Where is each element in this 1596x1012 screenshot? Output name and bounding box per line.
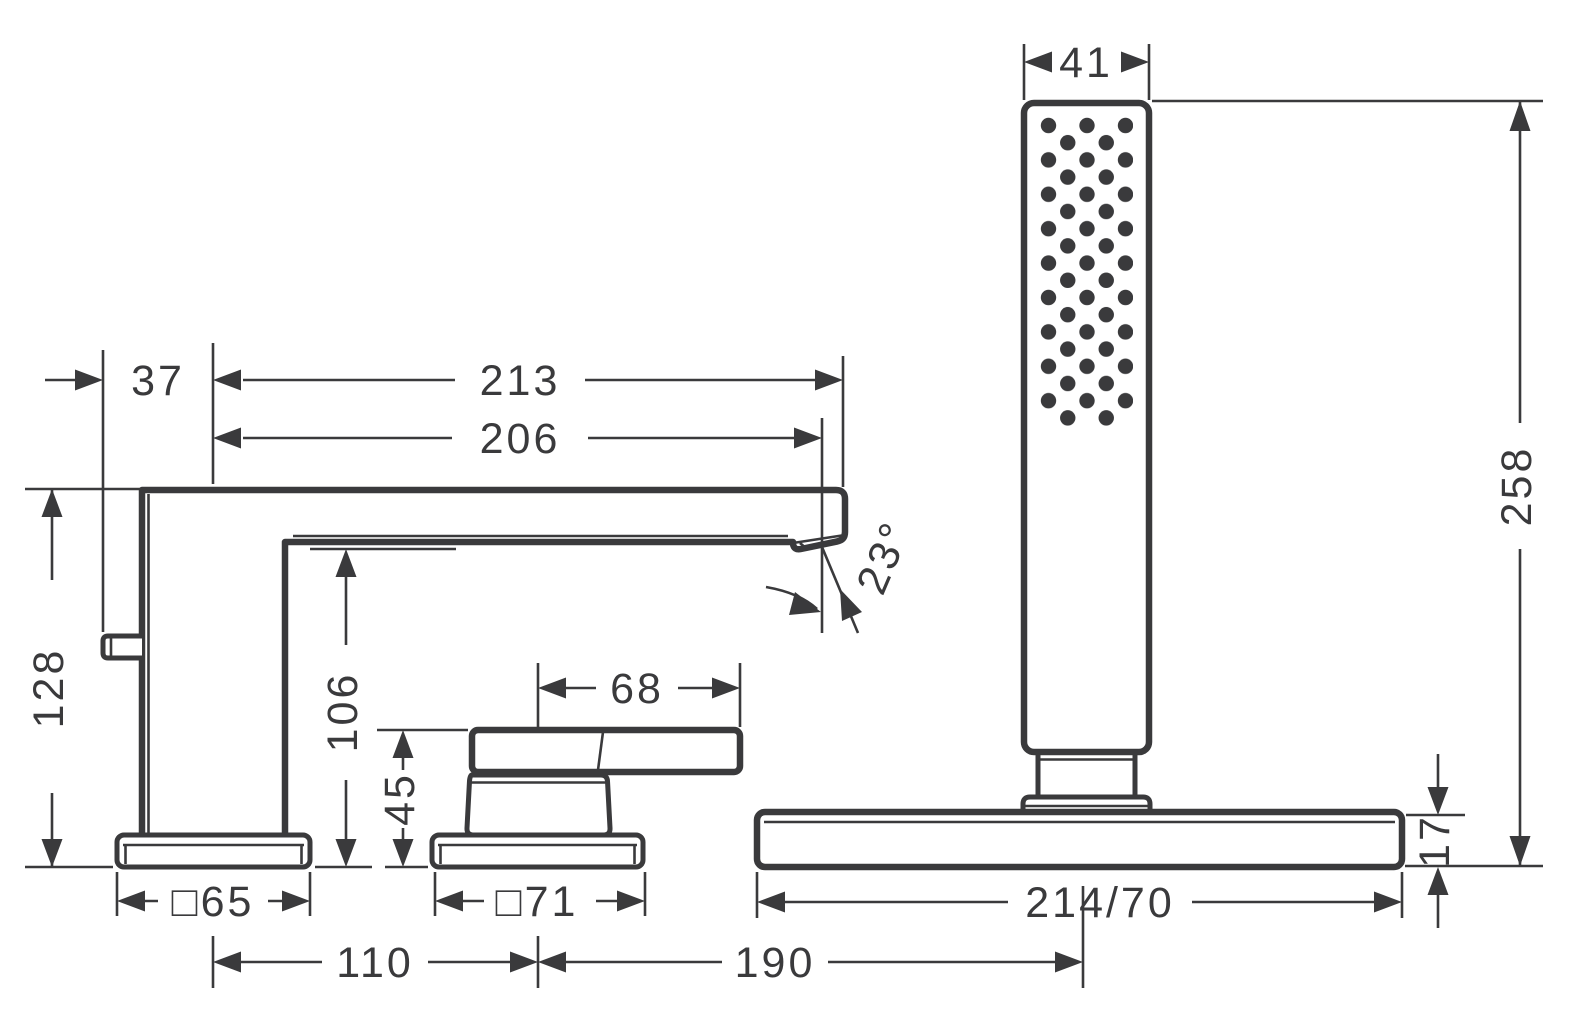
hand-shower-head [1020, 99, 1153, 756]
dim-label-sq65: □65 [172, 878, 255, 926]
dim-label-37: 37 [131, 357, 185, 405]
dim-label-128: 128 [25, 648, 73, 729]
dim-shower-plate: 214/70 [755, 872, 1404, 927]
dim-handle-escutcheon: □71 [433, 872, 647, 926]
dim-label-23deg: 23° [848, 514, 921, 601]
dim-label-258: 258 [1493, 446, 1541, 527]
shower-spray-face [1040, 117, 1133, 426]
spout-escutcheon [114, 832, 313, 870]
dim-spout-handle-spacing: 110 [211, 936, 540, 988]
dim-spout-escutcheon: □65 [115, 872, 312, 926]
dim-spout-projection: 206 [213, 415, 824, 633]
dim-hand-shower-width: 41 [1022, 39, 1151, 100]
dim-handle-offset: 37 [45, 343, 215, 632]
dim-handle-length: 68 [536, 663, 742, 727]
faucet-spout [138, 486, 849, 840]
dim-label-206: 206 [480, 415, 561, 463]
dim-label-190: 190 [735, 939, 816, 987]
dim-label-213: 213 [480, 357, 561, 405]
dim-plate-thickness: 17 [1406, 754, 1465, 928]
handle-escutcheon [429, 832, 646, 870]
dim-label-sq71: □71 [496, 878, 579, 926]
dim-spout-projection-total: 213 [213, 356, 845, 487]
dim-spout-clearance: 106 [310, 547, 456, 869]
shower-base-plate [753, 808, 1406, 871]
dim-label-110: 110 [336, 939, 414, 987]
dim-label-68: 68 [610, 665, 664, 713]
dim-handle-shower-spacing: 190 [538, 886, 1085, 988]
dim-total-height: 258 [1152, 99, 1543, 868]
dim-label-106: 106 [319, 672, 367, 753]
dim-handle-height: 45 [376, 728, 468, 869]
dim-spout-height: 128 [25, 487, 140, 869]
dim-label-214-70: 214/70 [1025, 879, 1175, 927]
dim-label-45: 45 [376, 772, 424, 826]
dim-label-41: 41 [1059, 39, 1113, 87]
spout-side-lever [100, 633, 142, 661]
dim-label-17: 17 [1411, 814, 1459, 868]
mixer-handle [464, 726, 744, 838]
hand-shower [1020, 749, 1153, 814]
